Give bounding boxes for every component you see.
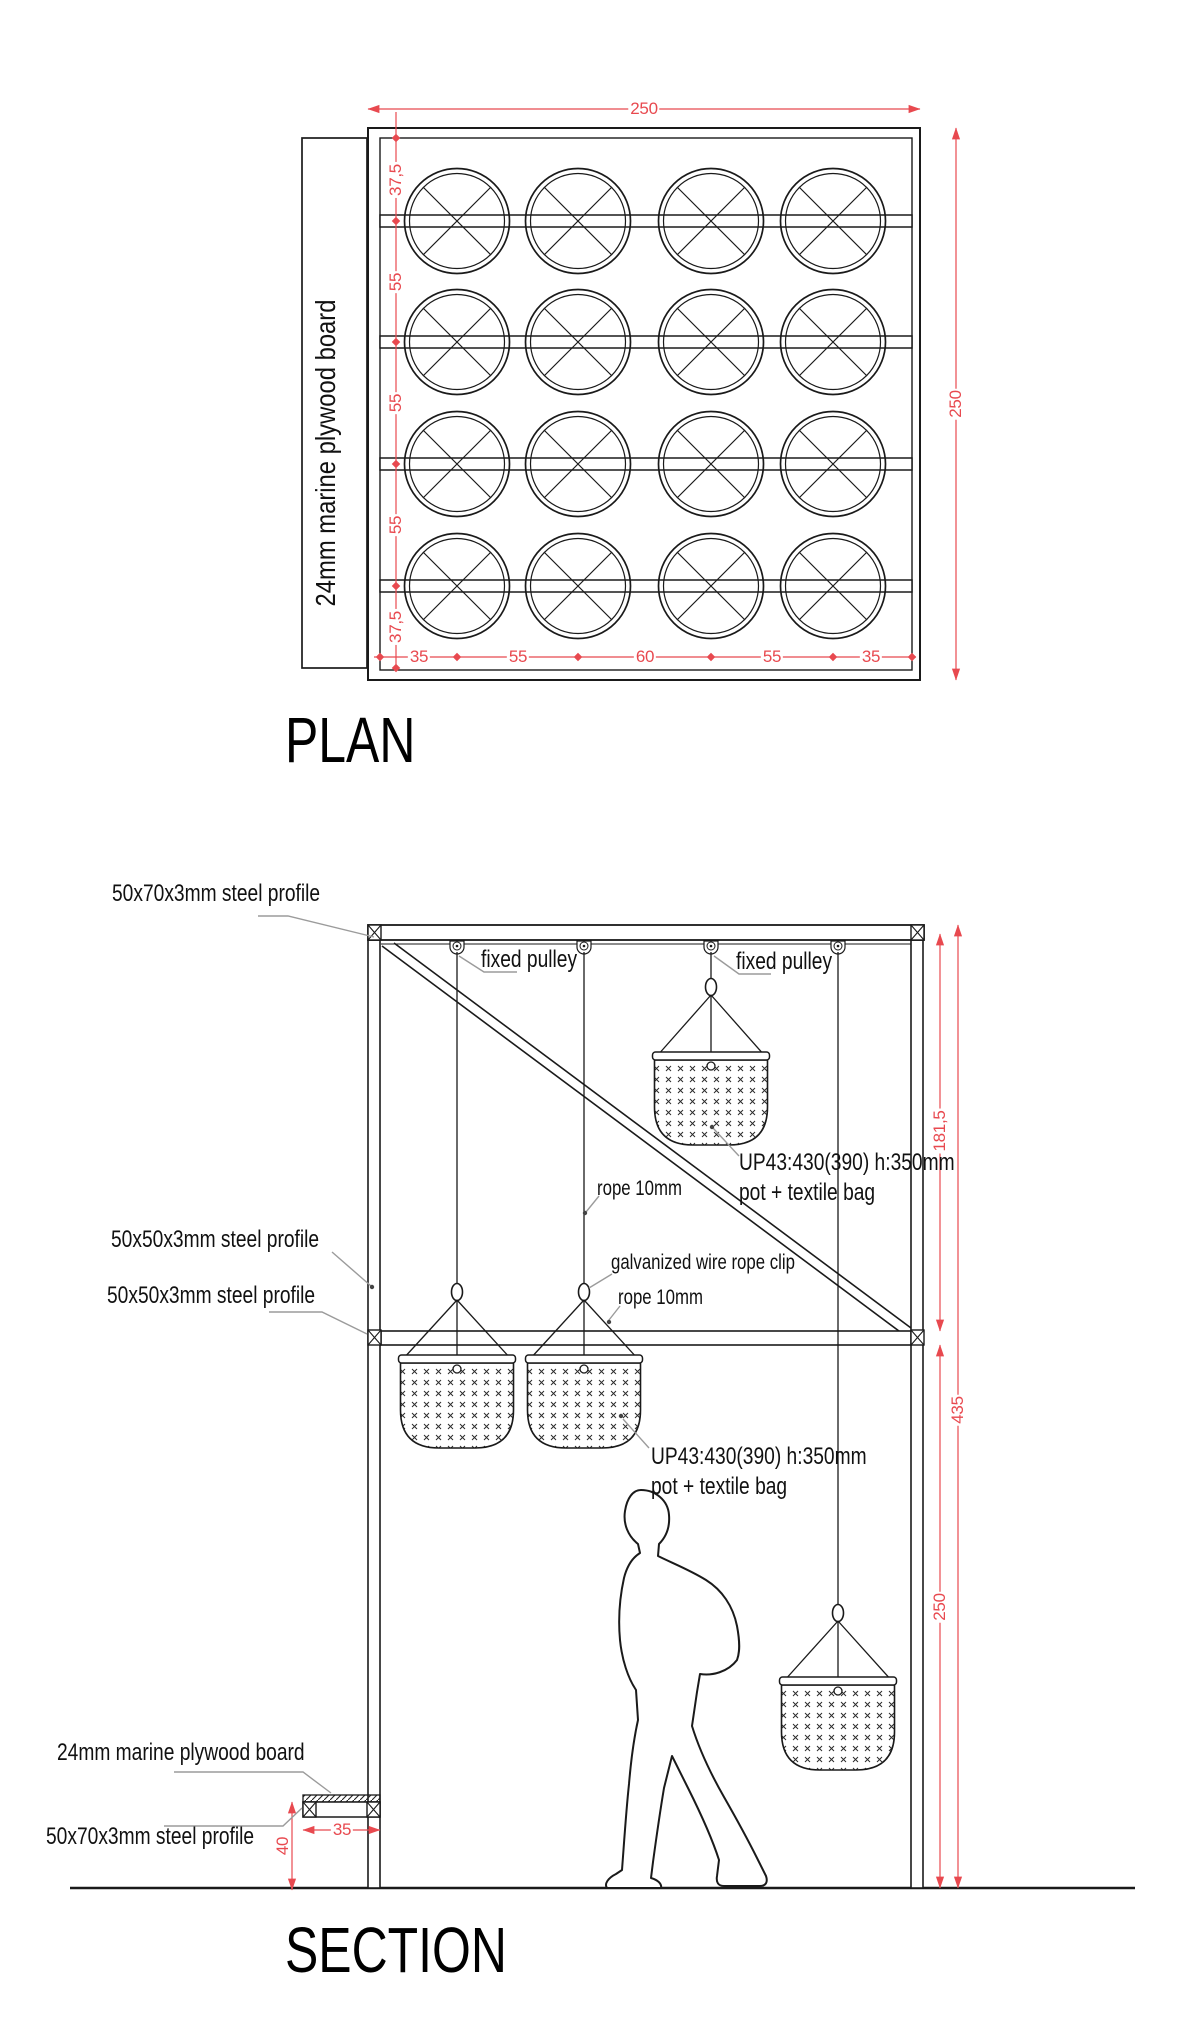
leader-lines	[164, 915, 771, 1827]
section-dim-lower-bay: 250	[930, 1591, 950, 1623]
label-wire-rope-clip: galvanized wire rope clip	[611, 1251, 795, 1274]
label-rope-2: rope 10mm	[618, 1286, 703, 1309]
rope-lines	[456, 952, 839, 1604]
plan-outer-frame	[367, 127, 921, 681]
section-dim-upper-bay: 181,5	[930, 1108, 950, 1154]
hanging-pot-lower	[778, 1603, 898, 1771]
plan-dim-bottom-4: 55	[760, 647, 784, 667]
plan-inner-frame	[379, 137, 913, 671]
label-fixed-pulley-2: fixed pulley	[736, 948, 833, 975]
plan-dim-left-3: 55	[386, 391, 406, 415]
mid-rail	[380, 1330, 912, 1346]
plan-dim-left-5: 37,5	[386, 609, 406, 645]
bench-plywood-board	[302, 1794, 381, 1803]
hanging-pot-upper	[651, 977, 771, 1146]
plywood-board-plan	[301, 137, 368, 669]
label-pot-lower-line2: pot + textile bag	[651, 1473, 788, 1500]
label-steel-profile-mid-1: 50x50x3mm steel profile	[111, 1226, 320, 1253]
label-pot-upper-line1: UP43:430(390) h:350mm	[739, 1149, 955, 1176]
section-dim-bench-width: 35	[330, 1820, 354, 1840]
label-pot-upper: UP43:430(390) h:350mm pot + textile bag	[739, 1148, 955, 1208]
plan-dim-bottom-3: 60	[633, 647, 657, 667]
plan-dim-bottom-2: 55	[506, 647, 530, 667]
bench-detail	[302, 1794, 381, 1818]
right-post	[910, 939, 924, 1889]
plan-view	[301, 104, 961, 681]
label-pot-lower: UP43:430(390) h:350mm pot + textile bag	[651, 1442, 867, 1502]
plan-shelf-rails	[379, 214, 913, 593]
label-steel-profile-bottom: 50x70x3mm steel profile	[46, 1823, 255, 1850]
section-view	[70, 915, 1135, 1891]
label-pot-upper-line2: pot + textile bag	[739, 1179, 876, 1206]
label-plywood-bottom: 24mm marine plywood board	[57, 1739, 305, 1766]
plan-dim-top: 250	[628, 99, 660, 119]
plan-dim-left-1: 37,5	[386, 162, 406, 198]
plan-dim-bottom-5: 35	[859, 647, 883, 667]
label-rope-1: rope 10mm	[597, 1177, 682, 1200]
diagonal-brace	[381, 942, 912, 1335]
section-dim-bench-height: 40	[273, 1836, 293, 1856]
person-silhouette	[605, 1489, 768, 1889]
label-steel-profile-mid-2: 50x50x3mm steel profile	[107, 1282, 316, 1309]
hanging-pot-middle	[524, 1282, 644, 1449]
plan-dim-left-4: 55	[386, 513, 406, 537]
plan-plywood-label: 24mm marine plywood board	[310, 299, 341, 607]
plan-dim-bottom-1: 35	[407, 647, 431, 667]
plan-dim-right: 250	[946, 388, 966, 420]
section-title: SECTION	[285, 1914, 507, 1986]
section-dim-overall: 435	[948, 1394, 968, 1426]
plan-title: PLAN	[285, 704, 416, 776]
label-pot-lower-line1: UP43:430(390) h:350mm	[651, 1443, 867, 1470]
label-fixed-pulley-1: fixed pulley	[481, 946, 578, 973]
left-post	[367, 939, 381, 1889]
leader-dots	[369, 1124, 715, 1419]
top-beam	[367, 924, 925, 941]
plan-dim-left-2: 55	[386, 270, 406, 294]
label-steel-profile-top: 50x70x3mm steel profile	[112, 880, 321, 907]
hanging-pot-left	[397, 1282, 517, 1449]
